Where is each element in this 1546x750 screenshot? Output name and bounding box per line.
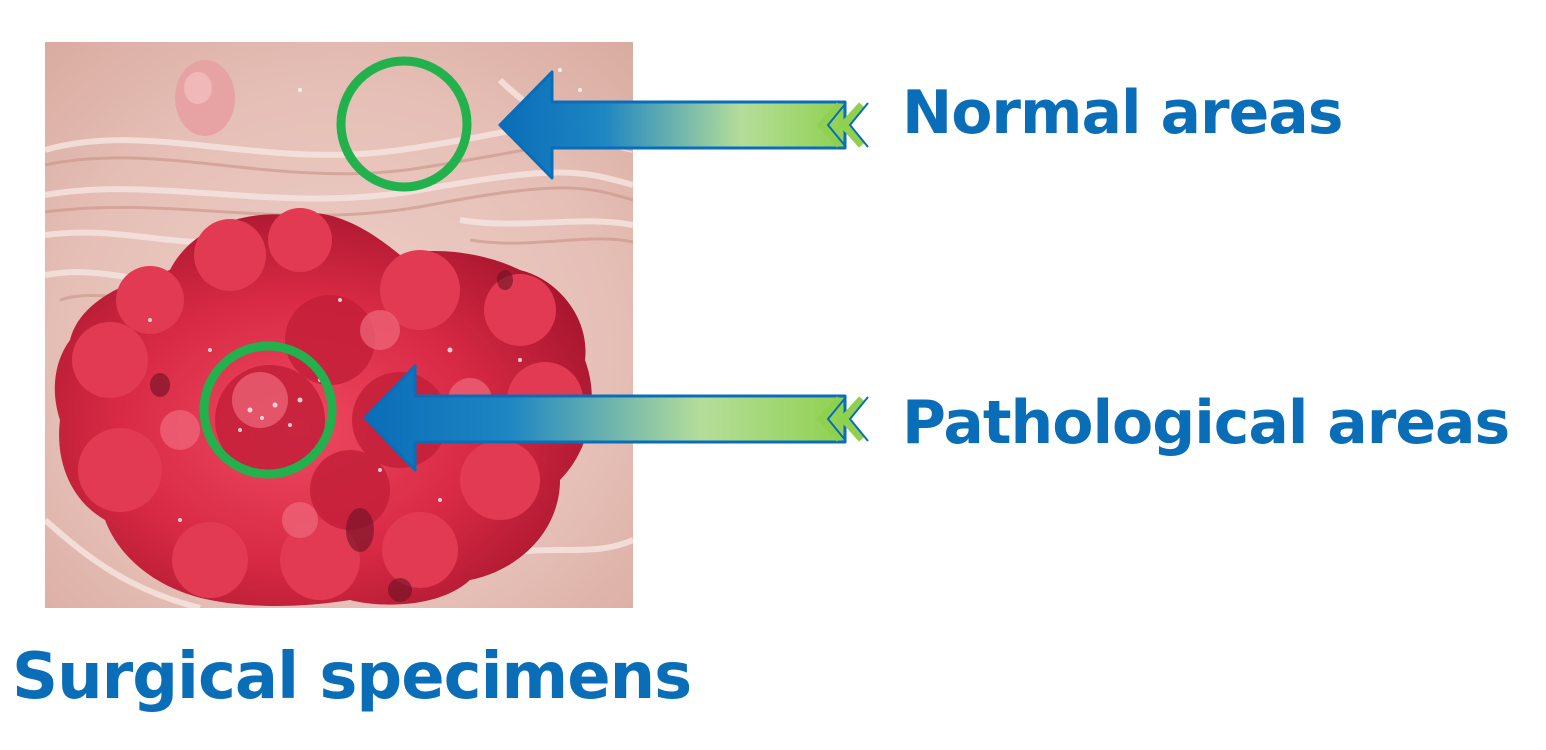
normal-areas-arrow (498, 70, 869, 180)
normal-areas-label: Normal areas (902, 78, 1343, 148)
pathological-areas-arrow (363, 364, 869, 472)
left-arrow-icon (498, 70, 847, 180)
double-chevron-icon (816, 396, 865, 442)
pathological-area-ring (199, 341, 337, 479)
double-chevron-icon (816, 102, 865, 148)
figure-caption: Surgical specimens (12, 640, 692, 714)
normal-area-ring (336, 56, 472, 192)
pathological-areas-label: Pathological areas (902, 388, 1510, 458)
